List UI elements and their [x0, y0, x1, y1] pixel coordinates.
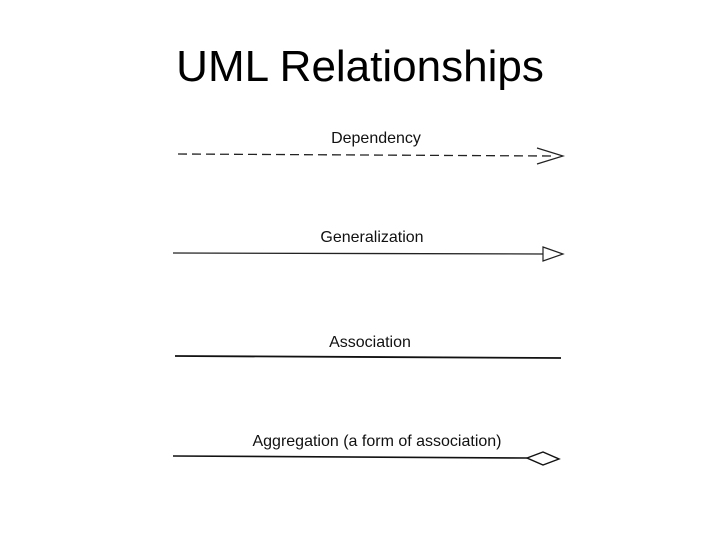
generalization-line — [172, 252, 544, 255]
association-relationship: Association — [174, 334, 562, 359]
page-title: UML Relationships — [176, 42, 544, 91]
aggregation-line — [172, 455, 528, 459]
dependency-line — [177, 153, 554, 157]
dependency-label: Dependency — [331, 130, 421, 147]
generalization-relationship: Generalization — [172, 229, 565, 262]
generalization-hollow-triangle-icon — [542, 246, 565, 262]
aggregation-label: Aggregation (a form of association) — [252, 433, 501, 450]
association-line — [174, 355, 562, 359]
aggregation-relationship: Aggregation (a form of association) — [172, 433, 561, 466]
association-label: Association — [329, 334, 411, 351]
generalization-label: Generalization — [320, 229, 423, 246]
dependency-open-arrow-icon — [536, 147, 566, 165]
aggregation-hollow-diamond-icon — [525, 451, 561, 466]
dependency-relationship: Dependency — [177, 130, 566, 165]
